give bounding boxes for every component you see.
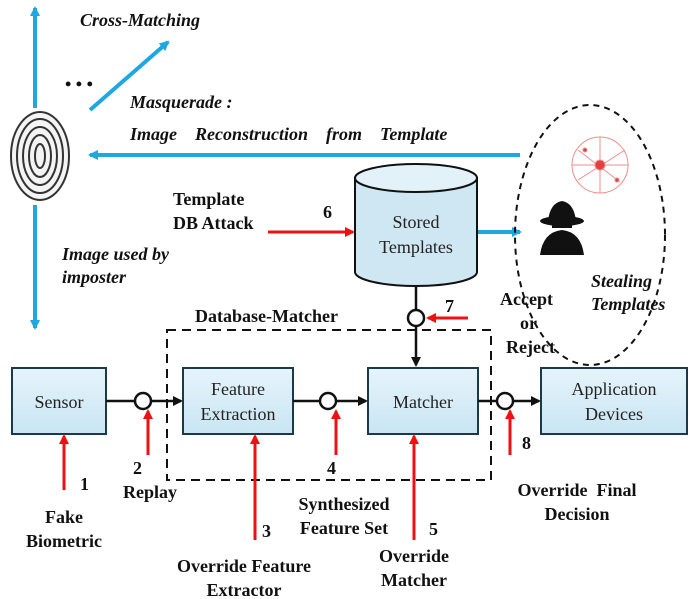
cross-matching-label: Cross-Matching xyxy=(80,10,200,30)
matcher-label: Matcher xyxy=(393,392,453,412)
arrow-to-cross-matching xyxy=(88,40,170,112)
attack-number-2: 2 xyxy=(133,458,142,478)
feature-extraction-box xyxy=(182,367,294,435)
fingerprint-icon xyxy=(10,111,70,201)
reject-label: Reject xyxy=(506,337,555,357)
attack-number-4: 4 xyxy=(327,458,336,478)
attack-number-5: 5 xyxy=(429,519,438,539)
thief-icon xyxy=(540,201,584,255)
database-matcher-label: Database-Matcher xyxy=(195,306,338,326)
attack-number-7: 7 xyxy=(445,296,454,316)
synthesized-label-2: Feature Set xyxy=(300,518,388,538)
stealing-templates-oval xyxy=(514,104,666,366)
sensor-label: Sensor xyxy=(35,392,84,412)
attack-point-2 xyxy=(133,391,153,411)
override-decision-label-1: Override Final xyxy=(518,480,637,500)
template-db-attack-label-2: DB Attack xyxy=(173,213,254,233)
application-devices-label-1: Application xyxy=(572,379,657,399)
feature-extraction-label-1: Feature xyxy=(211,379,265,399)
or-label: or xyxy=(520,313,537,333)
override-feature-label-2: Extractor xyxy=(207,580,282,599)
stealing-label-1: Stealing xyxy=(591,271,652,291)
stealing-label-2: Templates xyxy=(591,294,665,314)
application-devices-label-2: Devices xyxy=(585,404,643,424)
stored-templates-label-1: Stored xyxy=(393,212,440,232)
override-matcher-label-1: Override xyxy=(379,546,449,566)
image-used-label-2: imposter xyxy=(62,267,127,287)
feature-extraction-label-2: Extraction xyxy=(201,404,276,424)
template-network-icon xyxy=(571,136,629,194)
template-db-attack-label-1: Template xyxy=(173,189,244,209)
application-devices-box xyxy=(540,367,688,435)
override-feature-label-1: Override Feature xyxy=(177,556,311,576)
replay-label: Replay xyxy=(123,482,177,502)
override-decision-label-2: Decision xyxy=(545,504,610,524)
database-matcher-region xyxy=(166,329,492,481)
fake-biometric-label-1: Fake xyxy=(45,507,83,527)
fake-biometric-label-2: Biometric xyxy=(26,531,102,551)
attack-point-4 xyxy=(318,391,338,411)
attack-number-3: 3 xyxy=(262,521,271,541)
stored-templates-label-2: Templates xyxy=(379,237,453,257)
attack-point-8 xyxy=(495,391,515,411)
stored-templates-db xyxy=(354,163,478,287)
ellipsis-dots: • • • xyxy=(65,74,93,94)
attack-number-6: 6 xyxy=(323,202,332,222)
attack-number-1: 1 xyxy=(80,474,89,494)
masquerade-label: Masquerade : xyxy=(129,92,233,112)
accept-label: Accept xyxy=(500,289,553,309)
synthesized-label-1: Synthesized xyxy=(298,494,389,514)
override-matcher-label-2: Matcher xyxy=(381,570,447,590)
image-used-label-1: Image used by xyxy=(61,244,170,264)
attack-point-7 xyxy=(406,308,426,328)
image-reconstruction-label: Image Reconstruction from Template xyxy=(129,124,447,144)
attack-number-8: 8 xyxy=(522,433,531,453)
